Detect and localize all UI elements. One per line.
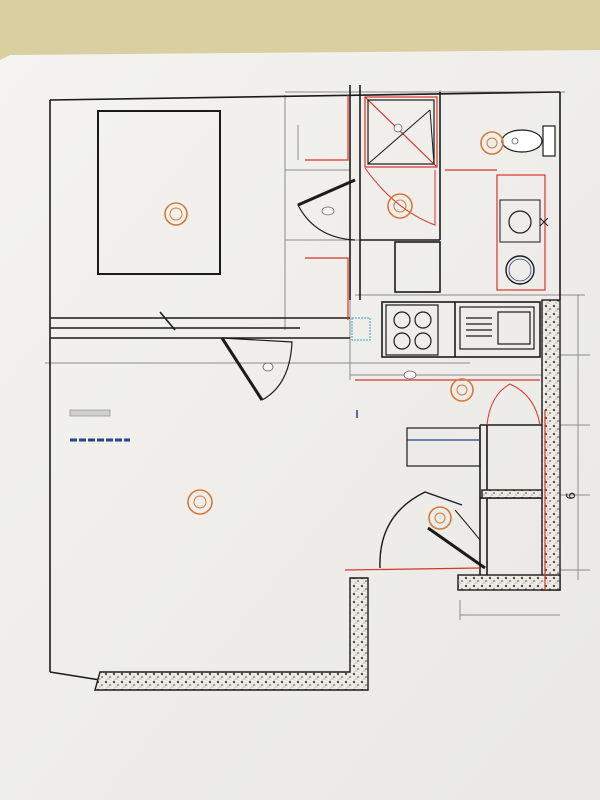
- toilet: [501, 125, 556, 157]
- wall-outlines: [49, 85, 561, 681]
- doors: [220, 167, 541, 570]
- stamps: [164, 131, 504, 530]
- round-fixture-inner: [508, 258, 532, 282]
- kitchen-sink: [459, 306, 535, 350]
- dimension-label: 9: [563, 492, 577, 500]
- stove: [385, 304, 439, 356]
- red-revision-lines: [305, 95, 546, 590]
- hatched-walls: [94, 299, 561, 691]
- window-frame: [351, 317, 371, 341]
- background-top: [0, 0, 600, 60]
- reference-markers: [262, 123, 417, 380]
- bed: [97, 110, 221, 275]
- round-fixture: [505, 255, 535, 285]
- paper-sheet: [0, 50, 600, 800]
- washbasin: [499, 199, 549, 243]
- shower: [367, 99, 435, 165]
- misc-furniture: [69, 409, 481, 467]
